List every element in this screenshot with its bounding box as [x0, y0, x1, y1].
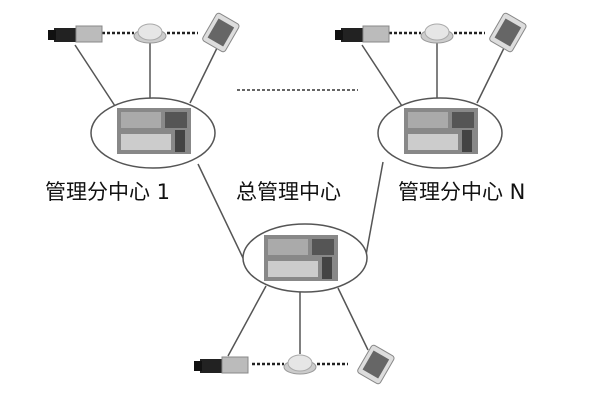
control-panel-icon [356, 343, 396, 386]
link-line [197, 163, 244, 259]
camera-icon [334, 25, 390, 43]
link-line [361, 44, 403, 107]
camera-icon [47, 25, 103, 43]
camera-icon [193, 356, 249, 374]
link-line [365, 161, 384, 256]
dome-camera-icon [133, 23, 167, 44]
link-line [189, 45, 219, 104]
control-panel-icon [201, 11, 241, 54]
control-panel-icon [488, 11, 528, 54]
link-line [476, 45, 506, 104]
sub-center-1-label: 管理分中心 1 [45, 180, 171, 204]
sub-center-n-label: 管理分中心 N [398, 180, 526, 204]
dome-camera-icon [283, 354, 317, 375]
main-center-label: 总管理中心 [236, 180, 341, 204]
link-line [74, 44, 116, 107]
control-room-photo [117, 108, 191, 154]
control-room-photo [264, 235, 338, 281]
dome-camera-icon [420, 23, 454, 44]
control-room-photo [404, 108, 478, 154]
link-line [337, 287, 369, 351]
link-line [227, 285, 267, 357]
